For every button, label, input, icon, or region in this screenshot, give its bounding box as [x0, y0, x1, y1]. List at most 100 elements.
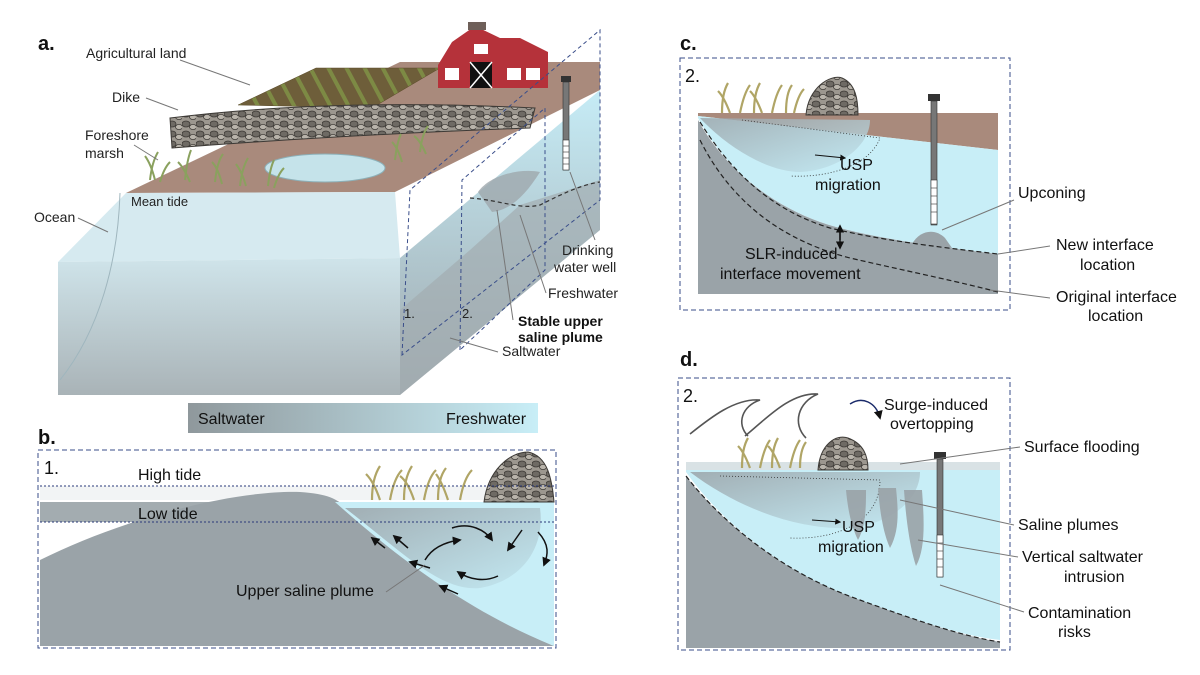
panel-c-section: 2. [685, 66, 700, 86]
panel-b-frame [37, 449, 557, 649]
dike-c [805, 76, 859, 116]
label-agricultural-land: Agricultural land [86, 45, 186, 61]
block-front-face [58, 258, 400, 395]
label-upper-saline-plume: Upper saline plume [236, 583, 374, 600]
label-mean-tide: Mean tide [131, 194, 188, 209]
panel-a-letter: a. [38, 33, 55, 55]
label-contamination-2: risks [1058, 624, 1091, 641]
saltwater-c [698, 120, 998, 294]
leader-ocean [77, 217, 109, 233]
label-usp-c-2: migration [815, 177, 881, 194]
marsh-grass-c [717, 82, 805, 114]
label-stable-usp-2: saline plume [518, 329, 603, 345]
leader-freshwater [519, 214, 547, 294]
usp-c [700, 118, 870, 172]
label-dike: Dike [112, 89, 140, 105]
label-surface-flooding: Surface flooding [1024, 439, 1140, 456]
dike-rocks [169, 104, 536, 149]
label-slr-2: interface movement [720, 266, 861, 283]
label-usp-d-1: USP [842, 519, 875, 536]
panel-d-section: 2. [683, 386, 698, 406]
label-vertical-2: intrusion [1064, 569, 1124, 586]
leader-new-interface [997, 245, 1051, 255]
leader-vertical [917, 539, 1019, 558]
drinking-water-well [561, 76, 571, 171]
usp-arrow-c [814, 154, 847, 161]
leader-surface-flooding [899, 446, 1021, 465]
leader-orig-interface [989, 289, 1051, 299]
original-interface-line [699, 139, 999, 293]
label-new-interface-2: location [1080, 257, 1135, 274]
panel-d: d. 2. [677, 349, 1144, 651]
interface-line-a [469, 181, 601, 207]
overtopping-arrow [849, 399, 883, 420]
interface-line-d [685, 475, 1001, 643]
label-freshwater-a: Freshwater [548, 285, 618, 301]
label-foreshore-1: Foreshore [85, 127, 149, 143]
label-usp-d-2: migration [818, 539, 884, 556]
upconing-cone [912, 231, 952, 248]
leader-stable-usp [496, 209, 514, 321]
seabed-profile [59, 192, 121, 381]
well-c [928, 94, 940, 226]
label-upconing: Upconing [1018, 185, 1086, 202]
panel-a: a. [34, 22, 618, 395]
section-plane-2 [459, 106, 546, 352]
leader-dike [145, 97, 179, 111]
upper-saline-plume-b [345, 508, 541, 589]
marsh-grass-b [365, 465, 473, 501]
label-orig-interface-2: location [1088, 308, 1143, 325]
marsh-grass [144, 125, 429, 189]
label-drinking-2: water well [553, 259, 616, 275]
label-low-tide: Low tide [138, 506, 198, 523]
new-interface-line [699, 121, 999, 255]
label-saltwater-a: Saltwater [502, 343, 561, 359]
panel-b-section: 1. [44, 458, 59, 478]
leader-well [569, 171, 596, 241]
panel-c: c. 2. [679, 33, 1177, 325]
panel-b-letter: b. [38, 427, 56, 449]
saltwater-mound-b [40, 491, 554, 646]
dike-d [817, 436, 869, 471]
leader-usp-b [385, 564, 426, 593]
label-stable-usp-1: Stable upper [518, 313, 603, 329]
label-vertical-1: Vertical saltwater [1022, 549, 1144, 566]
usp-arrow-d [811, 518, 842, 525]
panel-b: b. 1. High tide Low tide [37, 427, 557, 649]
label-drinking-1: Drinking [562, 242, 613, 258]
label-ocean: Ocean [34, 209, 75, 225]
label-new-interface-1: New interface [1056, 237, 1154, 254]
label-foreshore-2: marsh [85, 145, 124, 161]
well-d [934, 452, 946, 578]
leader-saline-plumes [899, 499, 1015, 526]
section-1-label: 1. [404, 306, 415, 321]
ocean-surface [58, 192, 400, 262]
marsh-grass-d [737, 437, 807, 469]
pond [264, 153, 386, 183]
panel-c-letter: c. [680, 33, 697, 55]
label-saline-plumes: Saline plumes [1018, 517, 1119, 534]
leader-marsh [133, 144, 159, 161]
barn [438, 22, 548, 89]
usp-migration-path-c [741, 119, 881, 177]
leader-upconing [941, 199, 1015, 231]
label-usp-c-1: USP [840, 157, 873, 174]
vertical-saline-plumes [846, 488, 924, 566]
label-surge-2: overtopping [890, 416, 974, 433]
label-high-tide: High tide [138, 467, 201, 484]
side-saltwater-wedge [400, 180, 600, 395]
salinity-legend: Saltwater Freshwater [188, 403, 538, 433]
dike-b [483, 451, 555, 503]
panel-d-letter: d. [680, 349, 698, 371]
legend-freshwater: Freshwater [446, 411, 527, 428]
panel-c-frame [679, 57, 1011, 311]
leader-saltwater [449, 337, 499, 353]
leader-contamination [939, 584, 1025, 613]
legend-saltwater: Saltwater [198, 411, 265, 428]
label-contamination-1: Contamination [1028, 605, 1131, 622]
flow-arrows-b [370, 525, 551, 595]
label-orig-interface-1: Original interface [1056, 289, 1177, 306]
section-2-label: 2. [462, 306, 473, 321]
panel-d-frame [677, 377, 1011, 651]
